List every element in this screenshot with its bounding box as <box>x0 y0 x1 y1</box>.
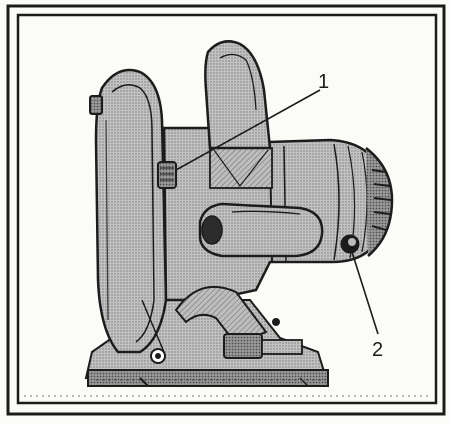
base-screw <box>272 318 280 326</box>
top-handle <box>204 40 272 150</box>
callout-label-2: 2 <box>372 339 384 361</box>
leader-line-2 <box>351 251 379 335</box>
callout-label-1: 1 <box>318 71 330 93</box>
depth-knob <box>89 95 103 115</box>
front-grip <box>198 202 324 258</box>
outer-frame <box>6 4 446 416</box>
switch-lock-button <box>157 161 177 189</box>
leader-line-1 <box>175 89 321 171</box>
upper-blade-guard <box>94 68 168 354</box>
motor-end-cap <box>365 147 394 257</box>
inner-frame <box>16 13 438 405</box>
base-lever <box>261 339 303 355</box>
spindle-lock-highlight <box>348 238 356 246</box>
